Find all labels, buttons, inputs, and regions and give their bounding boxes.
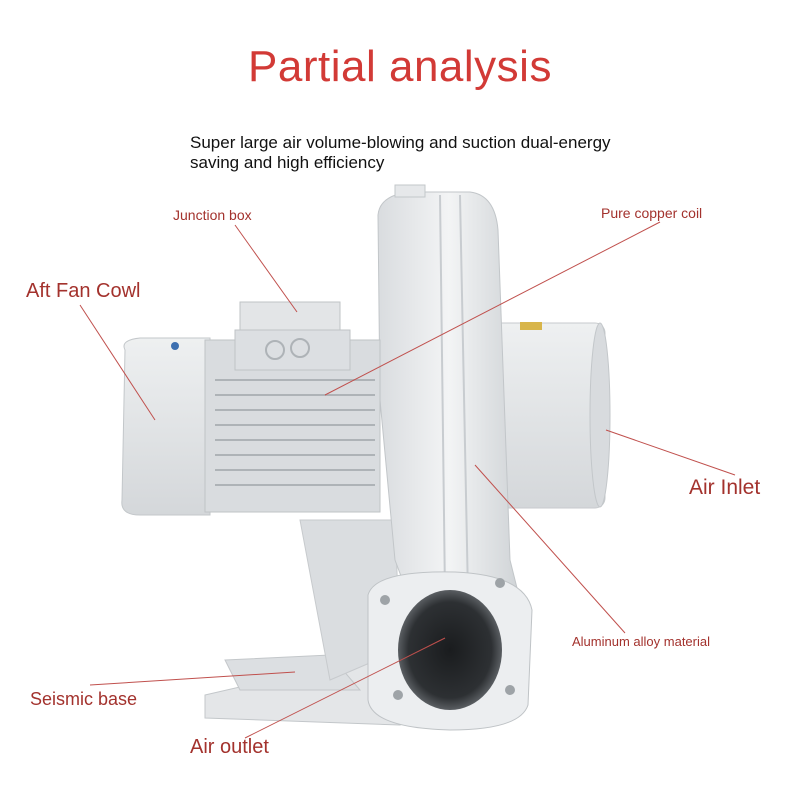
volute-housing xyxy=(377,184,521,601)
junction-box xyxy=(234,301,351,371)
cooling-fins xyxy=(215,379,375,486)
leader-line-aluminum-alloy xyxy=(474,464,626,634)
label-aft-fan-cowl: Aft Fan Cowl xyxy=(26,280,141,302)
leader-line-air-outlet xyxy=(244,637,446,739)
label-junction-box: Junction box xyxy=(173,207,252,223)
leader-line-air-inlet xyxy=(605,429,736,476)
page-subtitle: Super large air volume-blowing and sucti… xyxy=(190,133,611,172)
label-pure-copper-coil: Pure copper coil xyxy=(601,205,703,221)
leader-lines xyxy=(79,221,736,739)
page-title: Partial analysis xyxy=(248,42,552,91)
leader-line-junction-box xyxy=(234,224,298,313)
air-inlet-housing xyxy=(479,322,611,509)
leader-line-copper-coil xyxy=(324,221,661,396)
label-air-inlet: Air Inlet xyxy=(689,476,761,499)
label-seismic-base: Seismic base xyxy=(30,689,138,709)
label-air-outlet: Air outlet xyxy=(190,736,269,758)
leader-line-aft-fan-cowl xyxy=(79,304,156,421)
leader-line-seismic-base xyxy=(89,671,296,686)
air-outlet-flange xyxy=(367,571,533,731)
label-aluminum-alloy: Aluminum alloy material xyxy=(572,634,710,649)
